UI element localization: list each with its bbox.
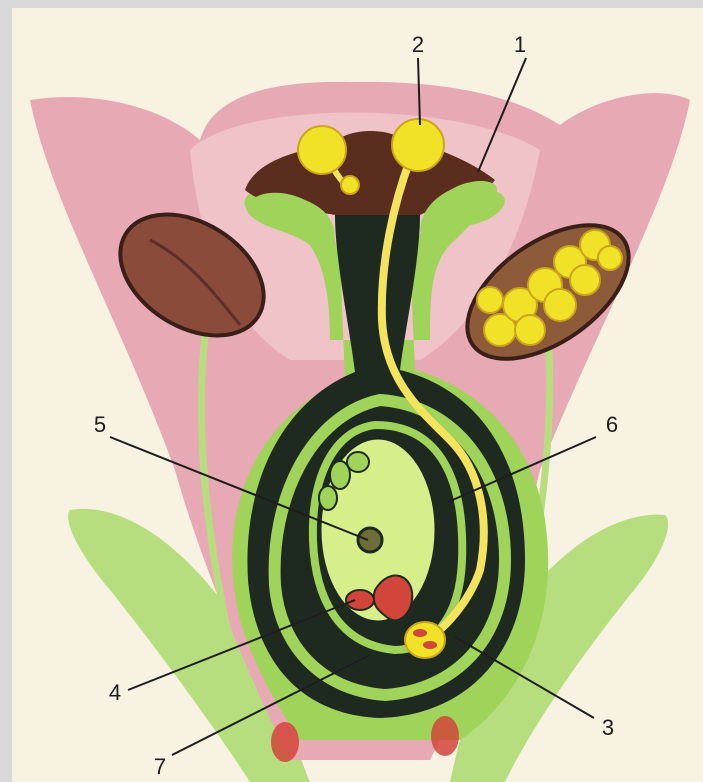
sperm-cells [405, 622, 445, 658]
label-4: 4 [109, 680, 121, 705]
label-6: 6 [606, 412, 618, 437]
label-2: 2 [412, 32, 424, 57]
central-cell-nucleus [358, 528, 382, 552]
label-3: 3 [602, 715, 614, 740]
nectary-right [431, 716, 459, 756]
synergid [346, 590, 374, 610]
nectary-left [271, 722, 299, 762]
label-5: 5 [94, 412, 106, 437]
label-1: 1 [514, 32, 526, 57]
label-7: 7 [154, 754, 166, 779]
